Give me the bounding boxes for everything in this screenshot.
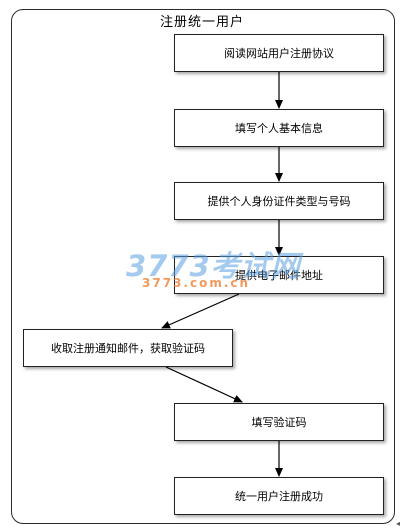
- edge-n4-n5: [161, 293, 240, 329]
- edge-n5-n6: [165, 366, 243, 403]
- step-label: 填写验证码: [251, 416, 307, 429]
- corner-handle-icon: ◂: [396, 519, 401, 528]
- step-fill-basic-info: 填写个人基本信息: [174, 109, 384, 147]
- diagram-title: 注册统一用户: [159, 15, 244, 30]
- step-provide-email: 提供电子邮件地址: [174, 256, 384, 294]
- step-label: 阅读网站用户注册协议: [224, 47, 334, 60]
- watermark-logo: 3773考试网: [126, 249, 301, 283]
- step-read-agreement: 阅读网站用户注册协议: [174, 34, 384, 72]
- step-label: 填写个人基本信息: [235, 122, 323, 135]
- watermark-url: 3773.com.cn: [142, 276, 251, 290]
- step-label: 收取注册通知邮件，获取验证码: [51, 342, 205, 355]
- step-provide-id-document: 提供个人身份证件类型与号码: [174, 182, 384, 220]
- step-label: 提供电子邮件地址: [235, 269, 323, 282]
- step-enter-verification-code: 填写验证码: [174, 403, 384, 441]
- step-registration-success: 统一用户注册成功: [174, 477, 384, 515]
- step-label: 提供个人身份证件类型与号码: [207, 195, 351, 208]
- step-label: 统一用户注册成功: [235, 490, 323, 503]
- step-receive-verification-email: 收取注册通知邮件，获取验证码: [23, 329, 233, 367]
